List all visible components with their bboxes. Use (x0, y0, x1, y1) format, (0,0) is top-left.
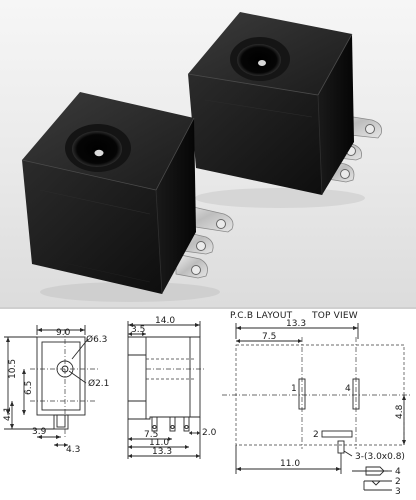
section-divider (0, 307, 416, 309)
dim-3-5: 3.5 (131, 325, 145, 335)
dim-13-3-side: 13.3 (152, 447, 172, 457)
dc-jack-front (21, 92, 234, 302)
jack-schematic-symbol: 4 2 3 (352, 466, 401, 497)
hole-spec: 3-(3.0x0.8) (355, 452, 405, 462)
product-photo (0, 0, 416, 307)
pin-label-4: 4 (345, 384, 351, 394)
top-view-title: TOP VIEW (311, 311, 358, 321)
dc-jack-photo-svg (21, 12, 382, 302)
dc-jack-back (187, 12, 382, 208)
dim-13-3-top: 13.3 (286, 319, 306, 329)
pcb-layout-title: P.C.B LAYOUT (230, 311, 293, 321)
pin-label-1: 1 (291, 384, 297, 394)
dim-3-9: 3.9 (32, 427, 47, 437)
dim-7-5-side: 7.5 (144, 430, 158, 440)
dim-4-3: 4.3 (66, 445, 80, 455)
schematic-pin-4: 4 (395, 467, 401, 477)
pin-label-2: 2 (313, 430, 319, 440)
side-view: 14.0 3.5 (127, 316, 217, 459)
dimension-drawing: 9.0 Ø6.3 10.5 6.5 4.1 (0, 309, 416, 500)
dim-2-0: 2.0 (202, 428, 217, 438)
dim-10-5: 10.5 (8, 359, 18, 379)
schematic-pin-2: 2 (395, 477, 401, 487)
pcb-layout: P.C.B LAYOUT TOP VIEW 13.3 7.5 (222, 311, 410, 497)
schematic-pin-3: 3 (395, 487, 401, 497)
front-view: 9.0 Ø6.3 10.5 6.5 4.1 (3, 325, 109, 455)
dim-9-0: 9.0 (56, 328, 71, 338)
dim-11-0-side: 11.0 (149, 438, 169, 448)
dim-2-1: Ø2.1 (88, 378, 109, 389)
dim-4-8: 4.8 (395, 404, 405, 419)
dimension-drawing-svg: 9.0 Ø6.3 10.5 6.5 4.1 (3, 311, 410, 497)
dim-7-5-top: 7.5 (262, 332, 276, 342)
dim-6-3: Ø6.3 (86, 334, 107, 345)
dim-11-0-pcb: 11.0 (280, 459, 300, 469)
dim-14-0: 14.0 (155, 316, 175, 326)
dim-6-5: 6.5 (24, 381, 34, 395)
dim-4-1: 4.1 (3, 407, 13, 421)
